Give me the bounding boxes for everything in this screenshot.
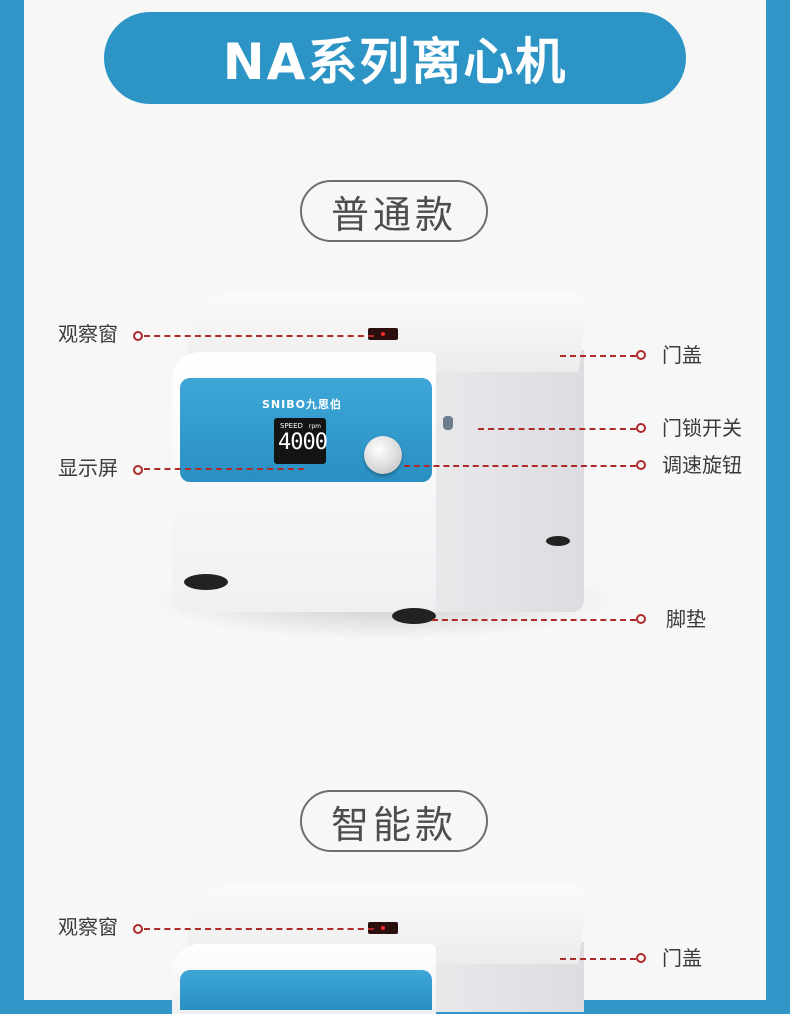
callout-knob-label: 调速旋钮: [662, 453, 742, 477]
callout-window-label: 观察窗: [58, 322, 118, 346]
variant-badge-standard: 普通款: [300, 180, 488, 242]
lcd-unit: rpm: [308, 423, 321, 430]
callout-lid-dot-icon: [636, 350, 646, 360]
title-banner: NA系列离心机: [104, 12, 686, 104]
brand-logo: SNIBO九思伯: [262, 398, 342, 411]
callout-lid-line: [560, 958, 636, 960]
variant-badge-smart: 智能款: [300, 790, 488, 852]
callout-window-dot-icon: [133, 924, 143, 934]
callout-lock-dot-icon: [636, 423, 646, 433]
callout-lid-dot-icon: [636, 953, 646, 963]
callout-feet-dot-icon: [636, 614, 646, 624]
page-title: NA系列离心机: [222, 33, 568, 91]
machine-side: [430, 350, 584, 612]
control-panel: [180, 970, 432, 1010]
foot-front: [392, 608, 436, 624]
callout-window-dot-icon: [133, 331, 143, 341]
variant-label: 智能款: [330, 802, 457, 847]
lcd-speed-label: SPEED: [280, 422, 303, 430]
observation-window: [368, 328, 398, 340]
lcd-display: SPEED rpm 4000: [274, 418, 328, 464]
callout-display-label: 显示屏: [58, 456, 118, 480]
callout-window-line: [144, 335, 374, 337]
variant-label: 普通款: [330, 192, 457, 237]
speed-knob[interactable]: [364, 436, 402, 474]
callout-window-label: 观察窗: [58, 915, 118, 939]
callout-lock-label: 门锁开关: [662, 416, 742, 440]
callout-knob-line: [404, 465, 636, 467]
callout-knob-dot-icon: [636, 460, 646, 470]
callout-lock-line: [478, 428, 636, 430]
foot-back: [546, 536, 570, 546]
callout-display-line: [144, 468, 304, 470]
window-led-icon: [381, 926, 385, 930]
door-lock-switch[interactable]: [443, 416, 453, 430]
callout-display-dot-icon: [133, 465, 143, 475]
window-led-icon: [381, 332, 385, 336]
foot-left: [184, 574, 228, 590]
lcd-value: 4000: [278, 430, 328, 455]
callout-feet-label: 脚垫: [666, 607, 706, 631]
callout-lid-label: 门盖: [662, 946, 702, 970]
callout-lid-line: [560, 355, 636, 357]
callout-window-line: [144, 928, 374, 930]
callout-lid-label: 门盖: [662, 343, 702, 367]
observation-window: [368, 922, 398, 934]
callout-feet-line: [432, 619, 636, 621]
